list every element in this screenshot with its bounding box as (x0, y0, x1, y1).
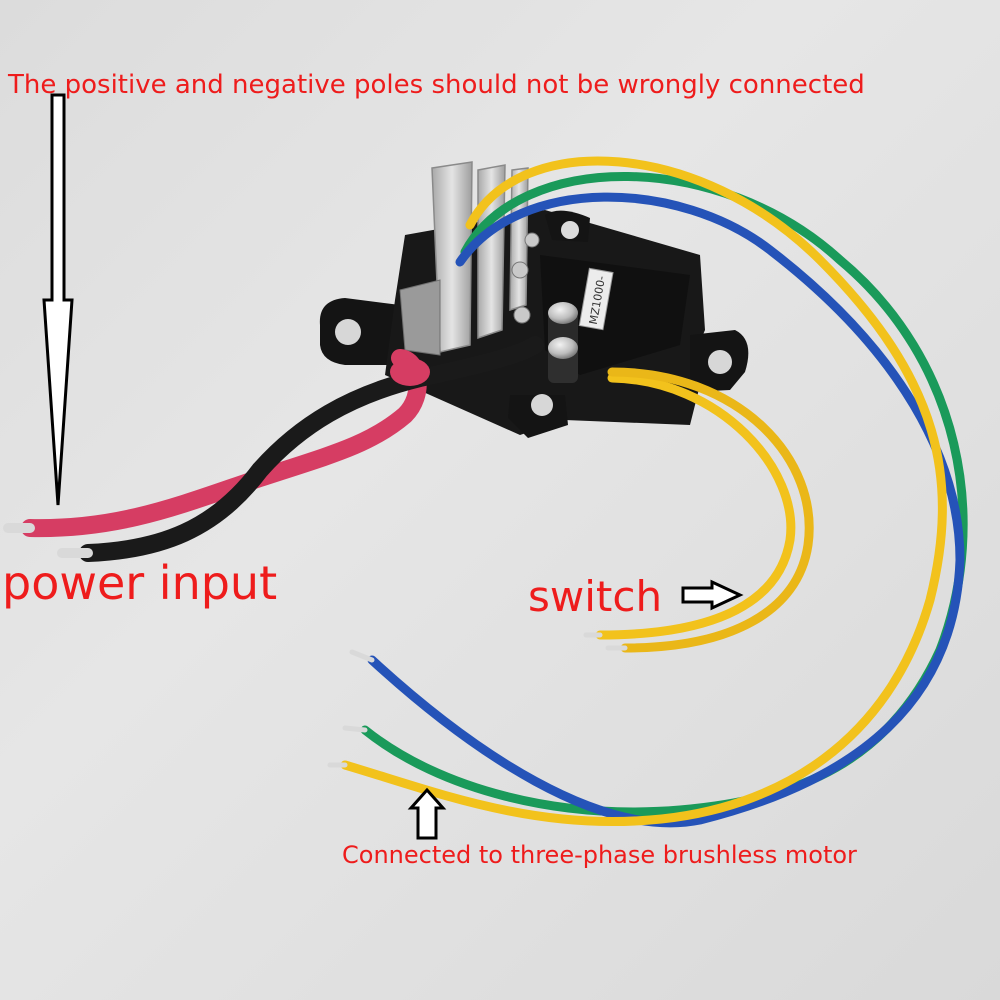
power-input-caption: power input (2, 556, 278, 610)
motor-caption: Connected to three-phase brushless motor (342, 841, 857, 869)
right-arrow-icon (681, 579, 744, 611)
switch-caption: switch (528, 572, 663, 621)
wire-grommet (390, 358, 430, 386)
board-label: MZ1000- (578, 267, 614, 331)
black-wire (57, 336, 544, 562)
down-arrow-icon (42, 93, 74, 506)
capacitors (548, 302, 578, 383)
up-arrow-icon (407, 787, 447, 840)
motor-phase-wires (327, 156, 968, 828)
red-wire (3, 349, 427, 538)
switch-wires (583, 367, 814, 653)
polarity-warning-caption: The positive and negative poles should n… (8, 70, 865, 100)
